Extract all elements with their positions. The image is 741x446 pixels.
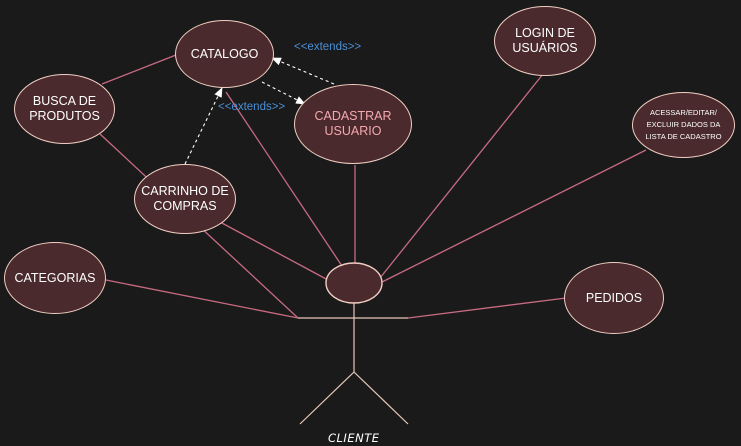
use-case-login-de-usuarios[interactable]: LOGIN DE USUÁRIOS <box>494 6 596 76</box>
extends-carrinho-catalogo-arrow <box>184 87 223 165</box>
use-case-categorias[interactable]: CATEGORIAS <box>4 242 106 314</box>
actor-label-cliente: CLIENTE <box>328 431 380 445</box>
extends-label-top: <<extends>> <box>294 41 362 53</box>
actor-left-leg <box>299 371 355 425</box>
actor-head <box>325 262 383 304</box>
assoc-acessar-cliente <box>381 149 647 283</box>
extends-label-bottom: <<extends>> <box>218 101 286 113</box>
use-case-carrinho-de-compras[interactable]: CARRINHO DE COMPRAS <box>134 164 236 234</box>
use-case-busca-de-produtos[interactable]: BUSCA DE PRODUTOS <box>14 74 115 144</box>
extends-catalogo-cadastrar-arrow <box>261 81 306 105</box>
extends-cadastrar-catalogo-arrow <box>271 57 335 85</box>
actor-stick-figure <box>298 262 409 425</box>
actor-right-leg <box>353 371 409 425</box>
assoc-catalogo-cliente <box>225 91 343 267</box>
use-case-cadastrar-usuario[interactable]: CADASTRAR USUARIO <box>294 84 412 164</box>
use-case-acessar-editar-excluir[interactable]: ACESSAR/EDITAR/ EXCLUIR DADOS DA LISTA D… <box>632 92 735 158</box>
assoc-login-cliente <box>379 73 544 279</box>
assoc-categorias-arm <box>105 279 299 319</box>
assoc-busca-catalogo <box>101 54 177 85</box>
use-case-catalogo[interactable]: CATALOGO <box>175 20 274 88</box>
assoc-carrinho-cliente <box>219 221 329 281</box>
use-case-pedidos[interactable]: PEDIDOS <box>564 262 664 334</box>
assoc-pedidos-arm <box>407 297 567 319</box>
